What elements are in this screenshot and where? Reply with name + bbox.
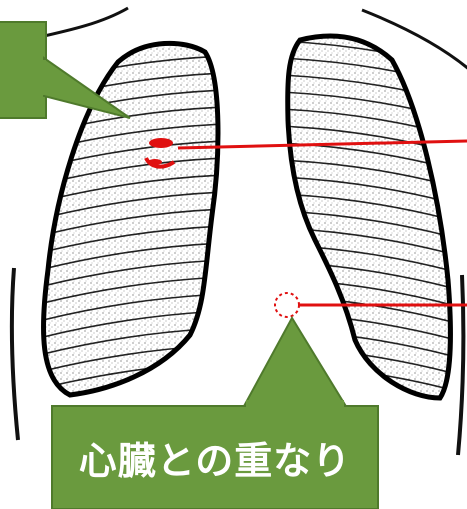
body-side-left (12, 268, 18, 440)
body-side-right (458, 275, 463, 455)
heart-overlap-circle (275, 293, 299, 317)
